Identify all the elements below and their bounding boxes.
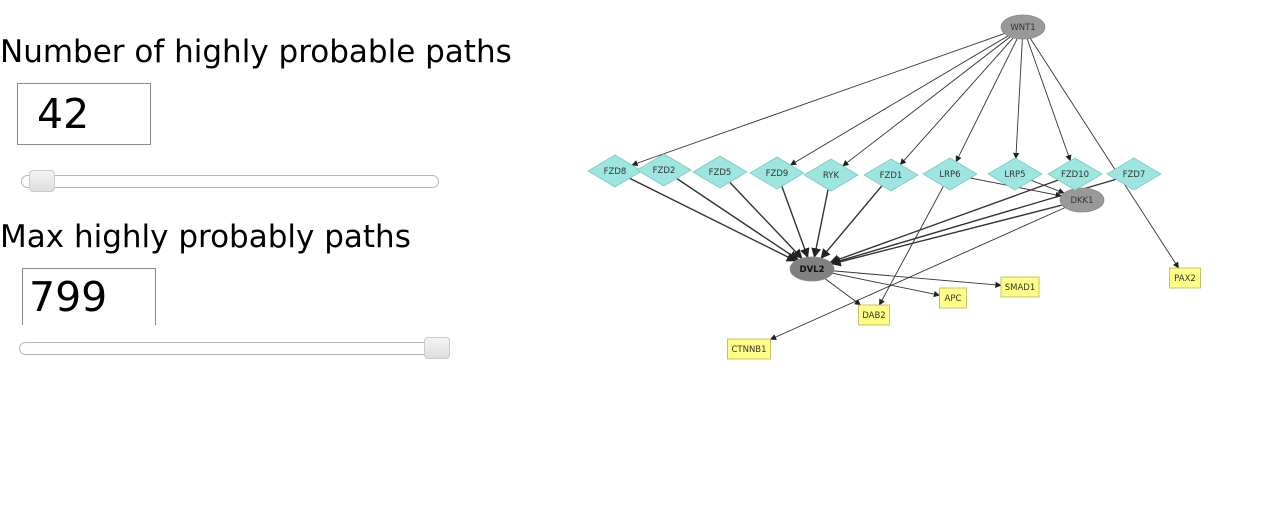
node-apc[interactable]: APC <box>939 287 967 309</box>
node-fzd2[interactable]: FZD2 <box>636 153 692 187</box>
node-dkk1[interactable]: DKK1 <box>1059 187 1105 213</box>
max-paths-slider-handle[interactable] <box>424 337 450 359</box>
node-shape-fzd10[interactable] <box>1047 157 1103 191</box>
node-ryk[interactable]: RYK <box>803 158 859 192</box>
node-label-smad1: SMAD1 <box>1005 283 1036 293</box>
node-label-fzd7: FZD7 <box>1123 170 1146 180</box>
edge-lrp6-dab2 <box>878 173 951 306</box>
node-label-dab2: DAB2 <box>862 311 885 321</box>
node-shape-dkk1[interactable] <box>1059 187 1105 213</box>
paths-count-slider-handle[interactable] <box>29 170 55 192</box>
node-shape-lrp5[interactable] <box>987 157 1043 191</box>
node-label-lrp6: LRP6 <box>939 170 960 180</box>
node-shape-lrp6[interactable] <box>922 157 978 191</box>
node-shape-dvl2[interactable] <box>789 256 835 282</box>
paths-count-label: Number of highly probable paths <box>0 34 512 70</box>
node-label-lrp5: LRP5 <box>1004 170 1025 180</box>
paths-count-input[interactable]: 42 <box>17 83 151 145</box>
edge-wnt1-ryk <box>842 26 1024 167</box>
node-dab2[interactable]: DAB2 <box>858 304 890 326</box>
edge-wnt1-fzd1 <box>899 26 1024 166</box>
edge-dkk1-dvl2 <box>830 199 1083 267</box>
node-fzd10[interactable]: FZD10 <box>1047 157 1103 191</box>
node-shape-apc[interactable] <box>939 287 967 309</box>
node-fzd7[interactable]: FZD7 <box>1106 157 1162 191</box>
edge-fzd7-dvl2 <box>830 173 1135 266</box>
node-smad1[interactable]: SMAD1 <box>1000 276 1040 298</box>
edge-wnt1-fzd10 <box>1022 26 1072 162</box>
node-shape-fzd1[interactable] <box>863 158 919 192</box>
node-fzd9[interactable]: FZD9 <box>749 156 805 190</box>
edge-wnt1-lrp6 <box>955 26 1024 163</box>
node-dvl2[interactable]: DVL2 <box>789 256 835 282</box>
node-pax2[interactable]: PAX2 <box>1169 267 1201 289</box>
node-shape-ryk[interactable] <box>803 158 859 192</box>
paths-count-slider-track[interactable] <box>21 175 439 188</box>
edge-dvl2-apc <box>811 268 941 298</box>
edge-wnt1-pax2 <box>1022 26 1179 269</box>
node-fzd8[interactable]: FZD8 <box>587 154 643 188</box>
node-ctnnb1[interactable]: CTNNB1 <box>727 338 771 360</box>
edge-fzd2-dvl2 <box>663 169 799 261</box>
node-fzd1[interactable]: FZD1 <box>863 158 919 192</box>
node-shape-ctnnb1[interactable] <box>727 338 771 360</box>
edge-wnt1-fzd8 <box>631 26 1024 167</box>
edge-fzd9-dvl2 <box>776 172 810 259</box>
node-label-fzd9: FZD9 <box>766 169 789 179</box>
node-label-dkk1: DKK1 <box>1070 196 1093 206</box>
edge-fzd1-dvl2 <box>820 174 892 259</box>
edge-fzd10-dvl2 <box>829 173 1076 264</box>
max-paths-label: Max highly probably paths <box>0 219 411 255</box>
node-label-fzd8: FZD8 <box>604 167 627 177</box>
node-shape-fzd7[interactable] <box>1106 157 1162 191</box>
node-label-dvl2: DVL2 <box>800 265 825 275</box>
node-shape-fzd5[interactable] <box>692 155 748 189</box>
node-lrp6[interactable]: LRP6 <box>922 157 978 191</box>
max-paths-slider-track[interactable] <box>19 342 450 355</box>
node-label-fzd1: FZD1 <box>880 171 903 181</box>
network-edges <box>614 26 1179 340</box>
node-shape-wnt1[interactable] <box>1000 14 1046 40</box>
node-label-apc: APC <box>945 294 962 304</box>
node-shape-fzd9[interactable] <box>749 156 805 190</box>
edge-dvl2-smad1 <box>811 268 1002 289</box>
node-label-ctnnb1: CTNNB1 <box>731 345 766 355</box>
node-shape-smad1[interactable] <box>1000 276 1040 298</box>
node-label-fzd2: FZD2 <box>653 166 676 176</box>
node-label-wnt1: WNT1 <box>1010 23 1035 33</box>
edge-wnt1-fzd9 <box>789 26 1024 166</box>
node-shape-fzd2[interactable] <box>636 153 692 187</box>
edge-fzd8-dvl2 <box>614 170 797 262</box>
node-label-ryk: RYK <box>823 171 840 181</box>
node-fzd5[interactable]: FZD5 <box>692 155 748 189</box>
node-label-fzd5: FZD5 <box>709 168 732 178</box>
node-lrp5[interactable]: LRP5 <box>987 157 1043 191</box>
max-paths-input[interactable]: 799 <box>22 268 156 325</box>
node-wnt1[interactable]: WNT1 <box>1000 14 1046 40</box>
edge-dkk1-ctnnb1 <box>769 199 1083 340</box>
node-shape-dab2[interactable] <box>858 304 890 326</box>
edge-wnt1-lrp5 <box>1013 26 1024 160</box>
node-label-pax2: PAX2 <box>1174 274 1196 284</box>
node-shape-pax2[interactable] <box>1169 267 1201 289</box>
node-label-fzd10: FZD10 <box>1061 170 1089 180</box>
edge-fzd5-dvl2 <box>719 171 803 260</box>
